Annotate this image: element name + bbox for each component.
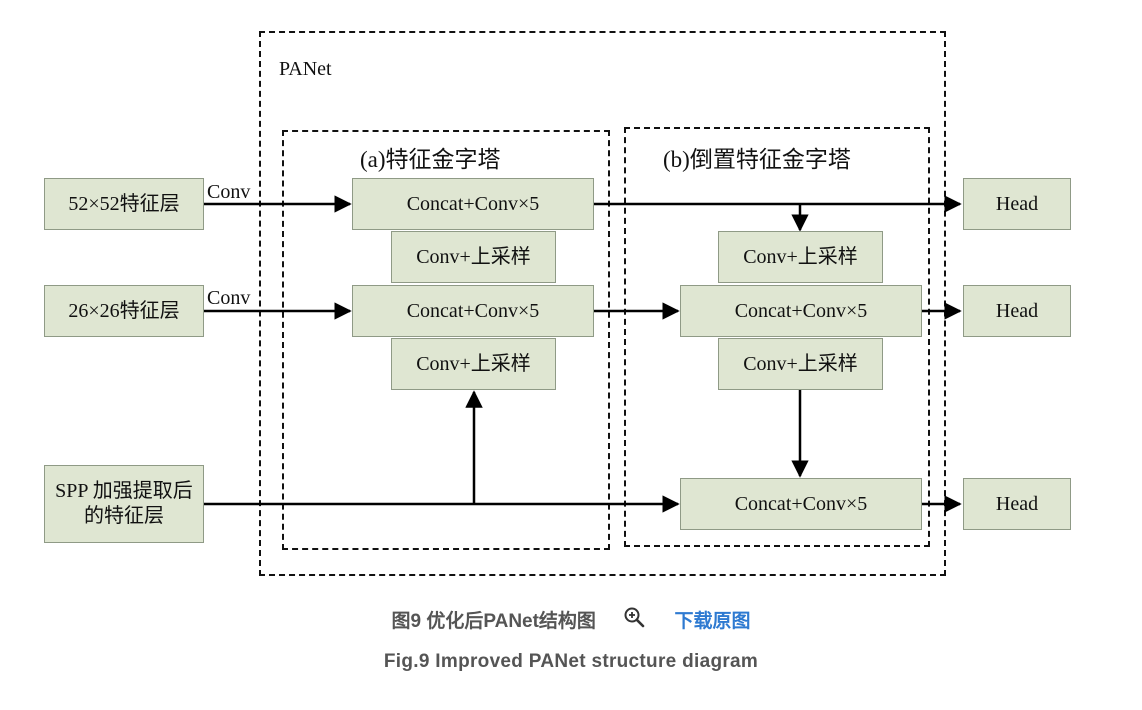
- conv-label-2: Conv: [207, 287, 251, 309]
- a-upsample-1: Conv+上采样: [391, 231, 556, 283]
- b-concat-1-label: Concat+Conv×5: [734, 299, 868, 322]
- conv-label-1: Conv: [207, 181, 251, 203]
- b-concat-1: Concat+Conv×5: [680, 285, 922, 337]
- head-2: Head: [963, 285, 1071, 337]
- b-concat-2-label: Concat+Conv×5: [734, 492, 868, 515]
- head-3: Head: [963, 478, 1071, 530]
- panet-label: PANet: [279, 58, 332, 80]
- connector-lines: [203, 195, 962, 513]
- section-a-title: (a)特征金字塔: [360, 147, 501, 172]
- b-upsample-2: Conv+上采样: [718, 338, 883, 390]
- figure-caption-en: Fig.9 Improved PANet structure diagram: [383, 651, 759, 672]
- a-concat-1-label: Concat+Conv×5: [406, 192, 540, 215]
- section-b-title: (b)倒置特征金字塔: [663, 147, 851, 172]
- head-2-label: Head: [995, 299, 1039, 322]
- input-26-feature: 26×26特征层: [44, 285, 204, 337]
- a-upsample-2-label: Conv+上采样: [416, 352, 531, 375]
- head-3-label: Head: [995, 492, 1039, 515]
- input-52-feature: 52×52特征层: [44, 178, 204, 230]
- input-spp-label: SPP 加强提取后的特征层: [55, 480, 193, 527]
- panet-diagram: PANet (a)特征金字塔 (b)倒置特征金字塔 Conv Conv 52×5…: [44, 31, 1071, 576]
- inverted-pyramid-container: [624, 127, 930, 547]
- feature-pyramid-container: [282, 130, 610, 550]
- a-concat-2: Concat+Conv×5: [352, 285, 594, 337]
- figure-title-cn: 图9 优化后PANet结构图: [391, 611, 596, 632]
- b-upsample-2-label: Conv+上采样: [743, 352, 858, 375]
- input-26-label: 26×26特征层: [68, 299, 180, 322]
- download-original-link[interactable]: 下载原图: [674, 611, 751, 632]
- input-52-label: 52×52特征层: [68, 192, 180, 215]
- a-concat-1: Concat+Conv×5: [352, 178, 594, 230]
- figure-caption-cn: 图9 优化后PANet结构图 下载原图: [0, 606, 1142, 634]
- head-1-label: Head: [995, 192, 1039, 215]
- a-concat-2-label: Concat+Conv×5: [406, 299, 540, 322]
- a-upsample-1-label: Conv+上采样: [416, 245, 531, 268]
- b-upsample-1: Conv+上采样: [718, 231, 883, 283]
- b-upsample-1-label: Conv+上采样: [743, 245, 858, 268]
- head-1: Head: [963, 178, 1071, 230]
- b-concat-2: Concat+Conv×5: [680, 478, 922, 530]
- input-spp-feature: SPP 加强提取后的特征层: [44, 465, 204, 543]
- a-upsample-2: Conv+上采样: [391, 338, 556, 390]
- zoom-in-icon[interactable]: [623, 606, 645, 634]
